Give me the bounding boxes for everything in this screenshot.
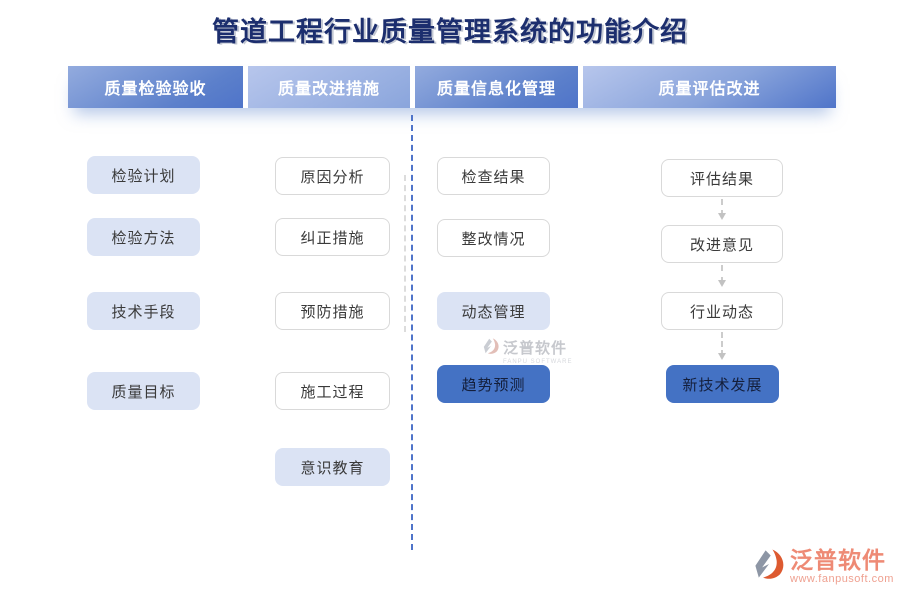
tab-quality-improvement-measures: 质量改进措施 xyxy=(248,66,410,108)
node-improvement-suggestions: 改进意见 xyxy=(661,225,783,263)
node-preventive-measures: 预防措施 xyxy=(275,292,390,330)
page-title: 管道工程行业质量管理系统的功能介绍 xyxy=(212,17,688,47)
node-quality-target: 质量目标 xyxy=(87,372,200,410)
watermark-subtitle: FANPU SOFTWARE xyxy=(503,359,573,365)
tab-quality-inspection-acceptance: 质量检验验收 xyxy=(68,66,243,108)
node-awareness-education: 意识教育 xyxy=(275,448,390,486)
node-new-tech-development: 新技术发展 xyxy=(666,365,779,403)
node-inspection-plan: 检验计划 xyxy=(87,156,200,194)
watermark: 泛普软件 FANPU SOFTWARE xyxy=(482,337,572,365)
footer-brand-name: 泛普软件 xyxy=(790,547,886,573)
node-cause-analysis: 原因分析 xyxy=(275,157,390,195)
dashed-arrow-down-icon xyxy=(718,265,726,287)
category-header-bar: 质量检验验收 质量改进措施 质量信息化管理 质量评估改进 xyxy=(68,66,836,108)
node-corrective-measures: 纠正措施 xyxy=(275,218,390,256)
node-industry-trends: 行业动态 xyxy=(661,292,783,330)
node-evaluation-results: 评估结果 xyxy=(661,159,783,197)
node-construction-process: 施工过程 xyxy=(275,372,390,410)
fanpu-logo-icon xyxy=(482,337,500,360)
node-rectification-status: 整改情况 xyxy=(437,219,550,257)
footer-brand-block: 泛普软件 www.fanpusoft.com xyxy=(752,547,894,586)
tab-quality-informatization: 质量信息化管理 xyxy=(415,66,578,108)
node-dynamic-management: 动态管理 xyxy=(437,292,550,330)
node-trend-forecast: 趋势预测 xyxy=(437,365,550,403)
dashed-arrow-down-icon xyxy=(718,199,726,220)
column-divider-blue-dashed xyxy=(411,115,413,550)
footer-url: www.fanpusoft.com xyxy=(790,573,894,585)
watermark-brand: 泛普软件 xyxy=(503,340,568,357)
fanpu-logo-icon xyxy=(752,547,786,586)
dashed-arrow-down-icon xyxy=(718,332,726,360)
column-divider-gray-dashed xyxy=(404,175,406,332)
node-inspection-results: 检查结果 xyxy=(437,157,550,195)
node-inspection-method: 检验方法 xyxy=(87,218,200,256)
node-technical-means: 技术手段 xyxy=(87,292,200,330)
tab-quality-evaluation-improvement: 质量评估改进 xyxy=(583,66,836,108)
